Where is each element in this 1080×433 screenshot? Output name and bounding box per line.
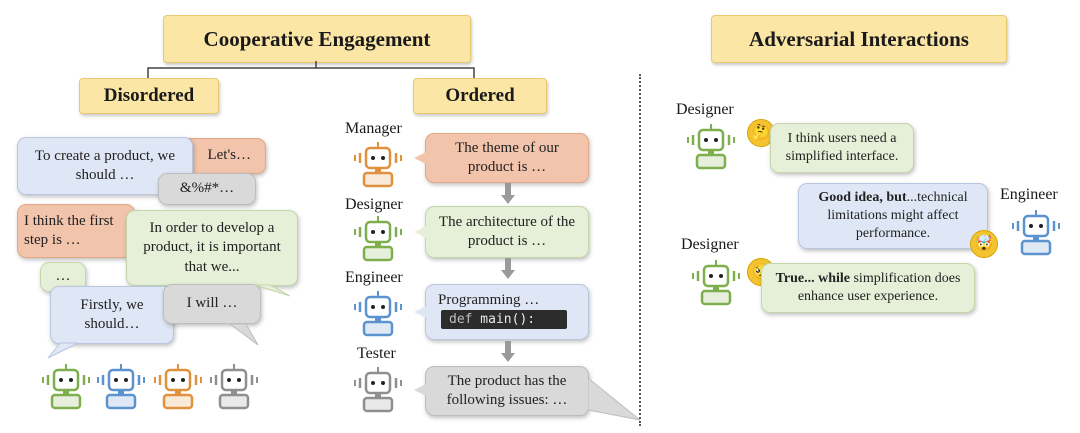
bubble-first-step: I think the first step is … bbox=[17, 204, 135, 258]
ordered-bubble-tails bbox=[414, 152, 426, 396]
designer-2-bubble-text: True... while simplification does enhanc… bbox=[768, 270, 968, 306]
robot-icon-green bbox=[42, 364, 90, 410]
disordered-header: Disordered bbox=[79, 78, 219, 114]
robot-icon-engineer bbox=[354, 291, 402, 337]
engineer-bold: Good idea, but bbox=[818, 189, 907, 205]
bubble-firstly: Firstly, we should… bbox=[50, 286, 174, 344]
robot-icon-designer-2 bbox=[692, 260, 740, 306]
section-divider bbox=[639, 74, 641, 426]
role-manager: Manager bbox=[345, 120, 402, 137]
engineer-bubble-text: Good idea, but...technical limitations m… bbox=[805, 189, 981, 244]
down-arrow-icon bbox=[501, 183, 515, 204]
cooperative-engagement-header: Cooperative Engagement bbox=[163, 15, 471, 63]
step-designer-bubble: The architecture of the product is … bbox=[425, 206, 589, 258]
tester-bubble-tail bbox=[588, 377, 641, 421]
adv-bubble-designer-1: I think users need a simplified interfac… bbox=[770, 123, 914, 173]
engineer-rest: ...technical limitations might affect pe… bbox=[827, 189, 968, 242]
adv-bubble-engineer: Good idea, but...technical limitations m… bbox=[798, 183, 988, 249]
robot-icon-tester bbox=[354, 367, 402, 413]
exploding-head-icon: 🤯 bbox=[970, 230, 998, 258]
role-designer-1: Designer bbox=[676, 101, 734, 118]
role-engineer-adv: Engineer bbox=[1000, 186, 1058, 203]
bubble-tails bbox=[47, 284, 291, 359]
robot-icon-manager bbox=[354, 142, 402, 188]
robot-icon-engineer-adv bbox=[1012, 210, 1060, 256]
adversarial-interactions-header: Adversarial Interactions bbox=[711, 15, 1007, 63]
designer-2-rest: simplification does enhance user experie… bbox=[797, 270, 961, 304]
robot-icon-designer-1 bbox=[687, 124, 735, 170]
code-snippet: def main(): bbox=[441, 310, 567, 329]
down-arrow-icon bbox=[501, 258, 515, 279]
adv-bubble-designer-2: True... while simplification does enhanc… bbox=[761, 263, 975, 313]
designer-2-bold: True... while bbox=[775, 270, 850, 286]
ordered-header: Ordered bbox=[413, 78, 547, 114]
bubble-develop: In order to develop a product, it is imp… bbox=[126, 210, 298, 286]
tree-connector bbox=[147, 61, 475, 82]
robot-icon-designer bbox=[354, 216, 402, 262]
role-designer-2: Designer bbox=[681, 236, 739, 253]
bubble-garbled: &%#*… bbox=[158, 173, 256, 205]
robot-icon-blue bbox=[97, 364, 145, 410]
role-designer: Designer bbox=[345, 196, 403, 213]
bubble-lets: Let's… bbox=[180, 138, 266, 174]
step-tester-bubble: The product has the following issues: … bbox=[425, 366, 589, 416]
down-arrow-icon bbox=[501, 341, 515, 362]
code-keyword: def bbox=[449, 312, 473, 327]
step-manager-bubble: The theme of our product is … bbox=[425, 133, 589, 183]
role-engineer: Engineer bbox=[345, 269, 403, 286]
robot-icon-gray bbox=[210, 364, 258, 410]
code-rest: main(): bbox=[472, 312, 536, 327]
programming-text: Programming … bbox=[438, 292, 540, 308]
role-tester: Tester bbox=[357, 345, 396, 362]
robot-icon-orange bbox=[154, 364, 202, 410]
bubble-i-will: I will … bbox=[163, 284, 261, 324]
